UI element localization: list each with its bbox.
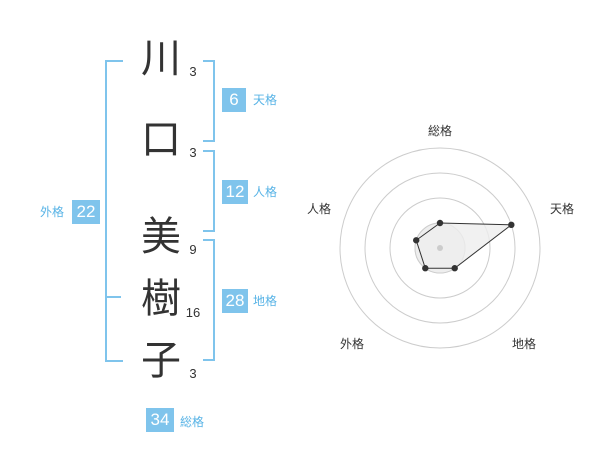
name-char-4: 樹 <box>141 276 181 322</box>
jinkaku-badge: 12 <box>222 180 248 204</box>
radar-grid-ring <box>339 147 541 349</box>
radar-grid-ring <box>364 172 516 324</box>
radar-point-4 <box>422 265 429 272</box>
radar-axis-label-tenkaku: 天格 <box>549 202 574 216</box>
radar-axis-label-soukaku: 総格 <box>427 124 452 138</box>
radar-point-2 <box>508 221 515 229</box>
chikaku-label: 地格 <box>253 294 278 308</box>
tenkaku-bracket <box>203 60 215 142</box>
tenkaku-label: 天格 <box>253 93 278 107</box>
jinkaku-bracket <box>203 150 215 232</box>
gaikaku-badge: 22 <box>72 200 100 224</box>
gaikaku-label: 外格 <box>40 205 65 219</box>
stroke-count-2: 3 <box>189 145 197 160</box>
stroke-count-5: 3 <box>189 366 197 381</box>
radar-point-5 <box>413 237 420 244</box>
gaikaku-bracket-tick <box>105 296 121 298</box>
name-char-5: 子 <box>141 338 181 384</box>
jinkaku-label: 人格 <box>253 185 278 199</box>
chikaku-bracket <box>203 239 215 361</box>
stroke-count-4: 16 <box>185 305 201 320</box>
soukaku-label: 総格 <box>180 415 205 429</box>
radar-point-3 <box>451 265 458 272</box>
gaikaku-bracket <box>105 60 123 362</box>
name-char-3: 美 <box>141 214 181 260</box>
name-char-2: 口 <box>141 117 181 163</box>
name-char-1: 川 <box>141 36 181 82</box>
radar-point-1 <box>436 219 444 227</box>
radar-axis-label-gaikaku: 外格 <box>339 337 364 351</box>
radar-grid-ring <box>389 197 491 299</box>
tenkaku-badge: 6 <box>222 88 246 112</box>
stroke-count-3: 9 <box>189 242 197 257</box>
chikaku-badge: 28 <box>222 289 248 313</box>
radar-axis-label-chikaku: 地格 <box>511 337 536 351</box>
stroke-count-1: 3 <box>189 64 197 79</box>
soukaku-badge: 34 <box>146 408 174 432</box>
radar-axis-label-jinkaku: 人格 <box>306 202 331 216</box>
radar-center-dot <box>437 245 443 251</box>
radar-series-polygon <box>415 222 513 269</box>
